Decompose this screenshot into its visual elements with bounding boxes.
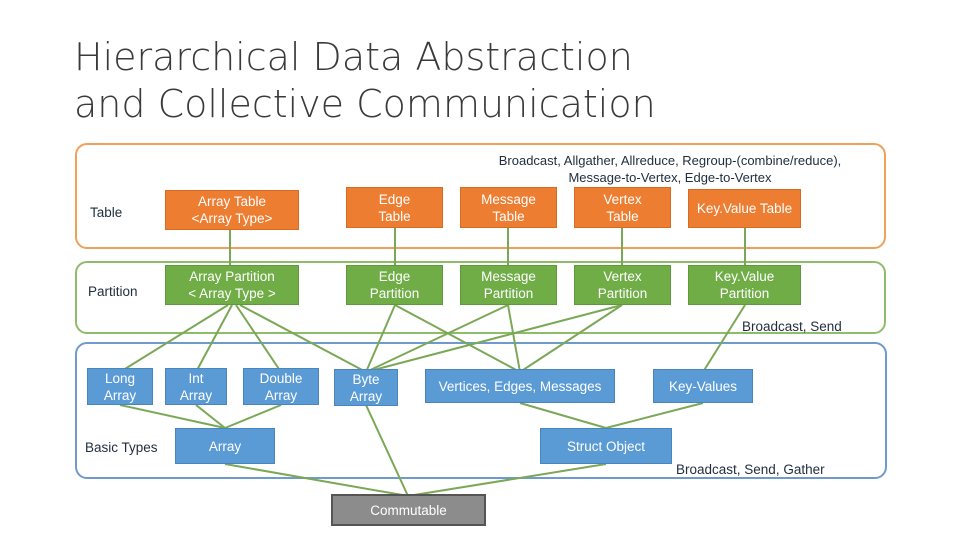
message-partition-node: Message Partition	[460, 265, 557, 305]
basic-types-layer-container	[75, 342, 887, 479]
int-array-label: Int Array	[179, 370, 213, 403]
struct-object-node: Struct Object	[540, 428, 672, 464]
connector	[195, 304, 233, 373]
vertices-edges-messages-label: Vertices, Edges, Messages	[438, 378, 602, 394]
keyvalue-partition-label: Key.Value Partition	[714, 269, 775, 301]
connector	[365, 304, 509, 373]
array-table-label: Array Table <Array Type>	[191, 194, 273, 226]
array-table-node: Array Table <Array Type>	[165, 190, 299, 230]
vertex-partition-label: Vertex Partition	[597, 269, 648, 301]
array-node: Array	[175, 428, 275, 464]
basic-types-layer-label: Basic Types	[85, 440, 158, 455]
connector	[365, 304, 623, 373]
keyvalue-table-node: Key.Value Table	[688, 189, 801, 228]
vertex-table-label: Vertex Table	[603, 191, 642, 224]
array-partition-node: Array Partition < Array Type >	[165, 265, 299, 305]
edge-partition-node: Edge Partition	[346, 265, 443, 305]
vertices-edges-messages-node: Vertices, Edges, Messages	[425, 369, 615, 403]
keyvalue-table-label: Key.Value Table	[696, 201, 793, 216]
array-label: Array	[208, 438, 242, 454]
long-array-node: Long Array	[87, 368, 153, 405]
array-partition-label: Array Partition < Array Type >	[188, 269, 276, 301]
partition-layer-label: Partition	[88, 284, 138, 299]
message-partition-label: Message Partition	[481, 269, 536, 301]
table-comm-operations: Broadcast, Allgather, Allreduce, Regroup…	[498, 153, 842, 185]
edge-partition-label: Edge Partition	[369, 269, 420, 301]
connector	[224, 404, 282, 429]
connector	[394, 304, 521, 373]
connector	[407, 463, 607, 497]
int-array-node: Int Array	[165, 368, 227, 405]
connector	[365, 304, 396, 373]
key-values-node: Key-Values	[653, 369, 753, 403]
connector	[235, 304, 282, 373]
struct-object-label: Struct Object	[566, 438, 646, 454]
connector	[507, 304, 521, 373]
connector	[239, 304, 367, 373]
connector	[519, 304, 623, 373]
vertex-partition-node: Vertex Partition	[574, 265, 671, 305]
edge-table-node: Edge Table	[346, 187, 443, 228]
edge-table-label: Edge Table	[378, 191, 411, 224]
partition-comm-operations: Broadcast, Send	[742, 319, 842, 334]
double-array-label: Double Array	[259, 370, 303, 403]
connector	[119, 404, 226, 429]
title-line-2: and Collective Communication	[74, 82, 656, 126]
vertex-table-node: Vertex Table	[574, 187, 671, 228]
connector	[365, 404, 409, 497]
long-array-label: Long Array	[103, 370, 137, 403]
key-values-label: Key-Values	[668, 378, 738, 394]
keyvalue-partition-node: Key.Value Partition	[688, 265, 801, 305]
message-table-label: Message Table	[481, 191, 536, 224]
byte-array-node: Byte Array	[334, 369, 398, 406]
connector	[119, 304, 229, 373]
commutable-label: Commutable	[370, 502, 447, 518]
message-table-node: Message Table	[460, 187, 557, 228]
double-array-node: Double Array	[243, 368, 319, 405]
table-layer-label: Table	[90, 205, 123, 220]
connector	[195, 404, 226, 429]
title-line-1: Hierarchical Data Abstraction	[74, 35, 633, 79]
connector	[224, 463, 409, 497]
partition-layer-container	[75, 261, 886, 334]
table-layer-container	[75, 143, 886, 249]
basic-comm-operations: Broadcast, Send, Gather	[676, 462, 825, 477]
byte-array-label: Byte Array	[349, 371, 383, 404]
connector	[605, 402, 704, 429]
page-title: Hierarchical Data Abstraction and Collec…	[74, 34, 774, 128]
connector	[519, 402, 607, 429]
commutable-node: Commutable	[331, 494, 486, 526]
connector	[702, 304, 746, 373]
